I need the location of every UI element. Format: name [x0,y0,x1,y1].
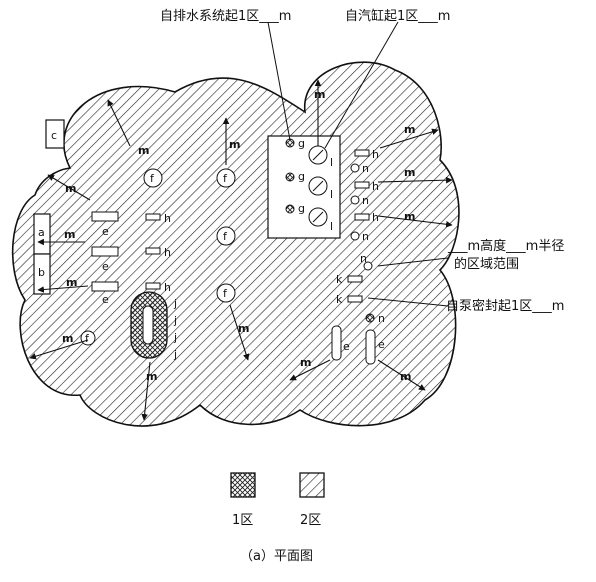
pipe-e1 [91,211,119,222]
label-h4: h [372,148,379,161]
box-b [33,253,51,295]
label-f1: f [150,172,155,185]
legend-zone1-label: 1区 [232,513,253,528]
svg-text:m: m [62,332,73,345]
label-n3: n [362,230,369,243]
label-a: a [38,226,45,239]
svg-text:m: m [64,228,75,241]
label-f2: f [223,172,228,185]
label-h1: h [164,212,171,225]
figure-caption: （a）平面图 [240,549,313,564]
label-e2: e [102,260,109,273]
label-g2: g [298,170,305,183]
label-e1: e [102,225,109,238]
label-n5: n [378,312,385,325]
label-l2: l [330,188,333,201]
svg-text:m: m [229,138,240,151]
label-h6: h [372,211,379,224]
f-circles [80,168,236,346]
cylinders [285,138,328,227]
svg-text:m: m [314,88,325,101]
label-l3: l [330,220,333,233]
right-pipes [331,149,376,365]
label-h3: h [164,281,171,294]
callout-height-radius: ___m高度___m半径 [447,238,564,254]
svg-text:m: m [138,144,149,157]
cylinder-enclosure [267,135,341,239]
svg-text:j: j [173,331,177,344]
label-n1: n [362,162,369,175]
callout-cylinder: 自汽缸起1区___m [345,8,450,24]
dimension-arrows [29,79,453,421]
pipe-e3 [91,281,119,292]
pipe-h1 [145,213,161,221]
svg-text:j: j [173,314,177,327]
pipe-h2 [145,247,161,255]
svg-text:m: m [400,370,411,383]
svg-text:m: m [300,356,311,369]
label-k1: k [336,273,343,286]
legend-zone2-swatch [299,472,325,498]
svg-text:m: m [404,123,415,136]
label-b: b [38,266,45,279]
label-c: c [51,129,57,142]
label-g1: g [298,137,305,150]
callout-leaders [267,21,449,307]
label-h2: h [164,246,171,259]
pipe-e2 [91,246,119,257]
label-n2: n [362,194,369,207]
label-e4: e [343,340,350,353]
label-e5: e [378,338,385,351]
svg-text:m: m [404,210,415,223]
label-h5: h [372,180,379,193]
label-n4: n [360,252,367,265]
legend-zone2-label: 2区 [300,513,321,528]
callout-drainage: 自排水系统起1区___m [160,9,291,24]
zone2-boundary [11,61,460,427]
svg-text:m: m [65,182,76,195]
label-e3: e [102,293,109,306]
label-f3: f [223,230,228,243]
label-f4: f [223,287,228,300]
box-c [45,119,65,149]
callout-pump-seal: 自泵密封起1区___m [446,298,564,314]
svg-text:m: m [66,276,77,289]
svg-text:m: m [238,322,249,335]
svg-text:j: j [173,297,177,310]
svg-text:m: m [146,370,157,383]
svg-text:j: j [173,348,177,361]
j-labels: j j j j [173,297,177,361]
label-g3: g [298,202,305,215]
label-k2: k [336,293,343,306]
dimension-labels: m m m m m m m m m m m m m m [62,88,415,383]
legend-zone1-swatch [230,472,256,498]
pipe-h3 [145,282,161,290]
label-f5: f [85,332,90,345]
callout-zone-range: 的区域范围 [454,256,519,272]
svg-text:m: m [404,166,415,179]
label-l1: l [330,156,333,169]
